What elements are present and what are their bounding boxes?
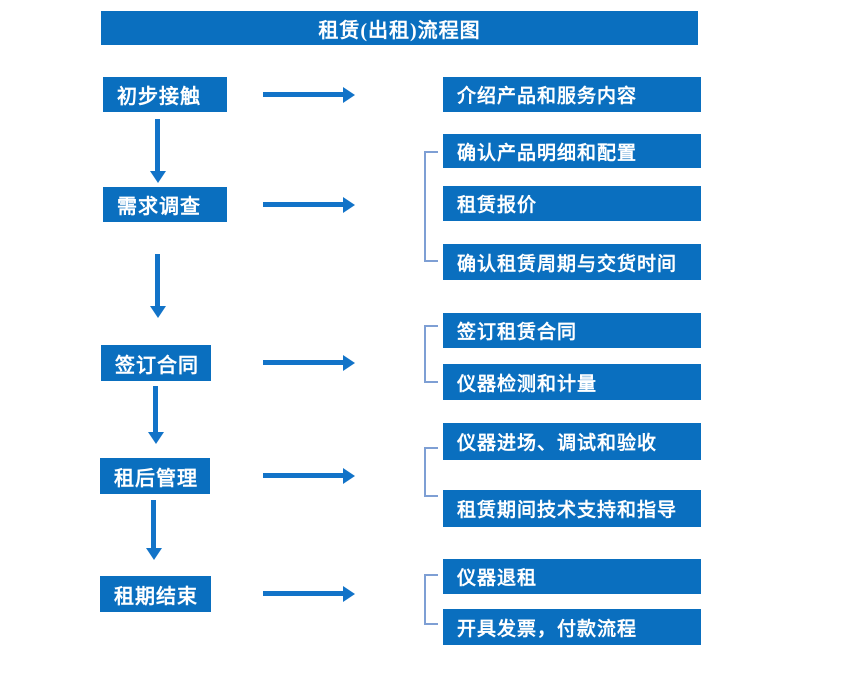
arrow-head-icon [145, 548, 162, 560]
right-arrow-5 [263, 585, 355, 602]
group-bracket-lease-end [424, 574, 438, 625]
detail-box-instrument-setup-acceptance: 仪器进场、调试和验收 [443, 423, 701, 460]
arrow-shaft [263, 202, 343, 207]
step-box-sign-contract: 签订合同 [101, 345, 211, 381]
step-box-lease-end: 租期结束 [100, 576, 211, 612]
detail-box-introduce-products: 介绍产品和服务内容 [443, 77, 701, 112]
detail-box-technical-support: 租赁期间技术支持和指导 [443, 490, 701, 527]
arrow-head-icon [343, 86, 355, 103]
down-arrow-3 [147, 386, 164, 444]
detail-box-instrument-testing: 仪器检测和计量 [443, 364, 701, 400]
right-arrow-1 [263, 86, 355, 103]
step-box-initial-contact: 初步接触 [103, 77, 227, 112]
arrow-head-icon [149, 171, 166, 183]
arrow-shaft [263, 360, 343, 365]
arrow-shaft [263, 473, 343, 478]
detail-box-invoice-payment: 开具发票，付款流程 [443, 609, 701, 645]
detail-box-confirm-product-details: 确认产品明细和配置 [443, 134, 701, 168]
step-box-demand-survey: 需求调查 [103, 187, 227, 222]
detail-box-confirm-rental-period: 确认租赁周期与交货时间 [443, 244, 701, 280]
group-bracket-post-rental [424, 447, 438, 497]
arrow-head-icon [343, 196, 355, 213]
arrow-shaft [151, 500, 156, 548]
right-arrow-3 [263, 354, 355, 371]
arrow-head-icon [343, 585, 355, 602]
right-arrow-4 [263, 467, 355, 484]
group-bracket-sign-contract [424, 325, 438, 383]
down-arrow-1 [149, 119, 166, 183]
arrow-head-icon [149, 306, 166, 318]
arrow-shaft [155, 119, 160, 171]
down-arrow-2 [149, 254, 166, 318]
arrow-shaft [263, 591, 343, 596]
right-arrow-2 [263, 196, 355, 213]
down-arrow-4 [145, 500, 162, 560]
arrow-head-icon [147, 432, 164, 444]
arrow-shaft [153, 386, 158, 432]
group-bracket-demand-survey [424, 151, 438, 262]
step-box-post-rental-management: 租后管理 [100, 458, 210, 494]
detail-box-rental-quote: 租赁报价 [443, 186, 701, 221]
arrow-shaft [155, 254, 160, 306]
arrow-head-icon [343, 354, 355, 371]
detail-box-instrument-return: 仪器退租 [443, 559, 701, 594]
flow-title: 租赁(出租)流程图 [101, 11, 698, 45]
detail-box-sign-rental-contract: 签订租赁合同 [443, 313, 701, 348]
arrow-head-icon [343, 467, 355, 484]
arrow-shaft [263, 92, 343, 97]
